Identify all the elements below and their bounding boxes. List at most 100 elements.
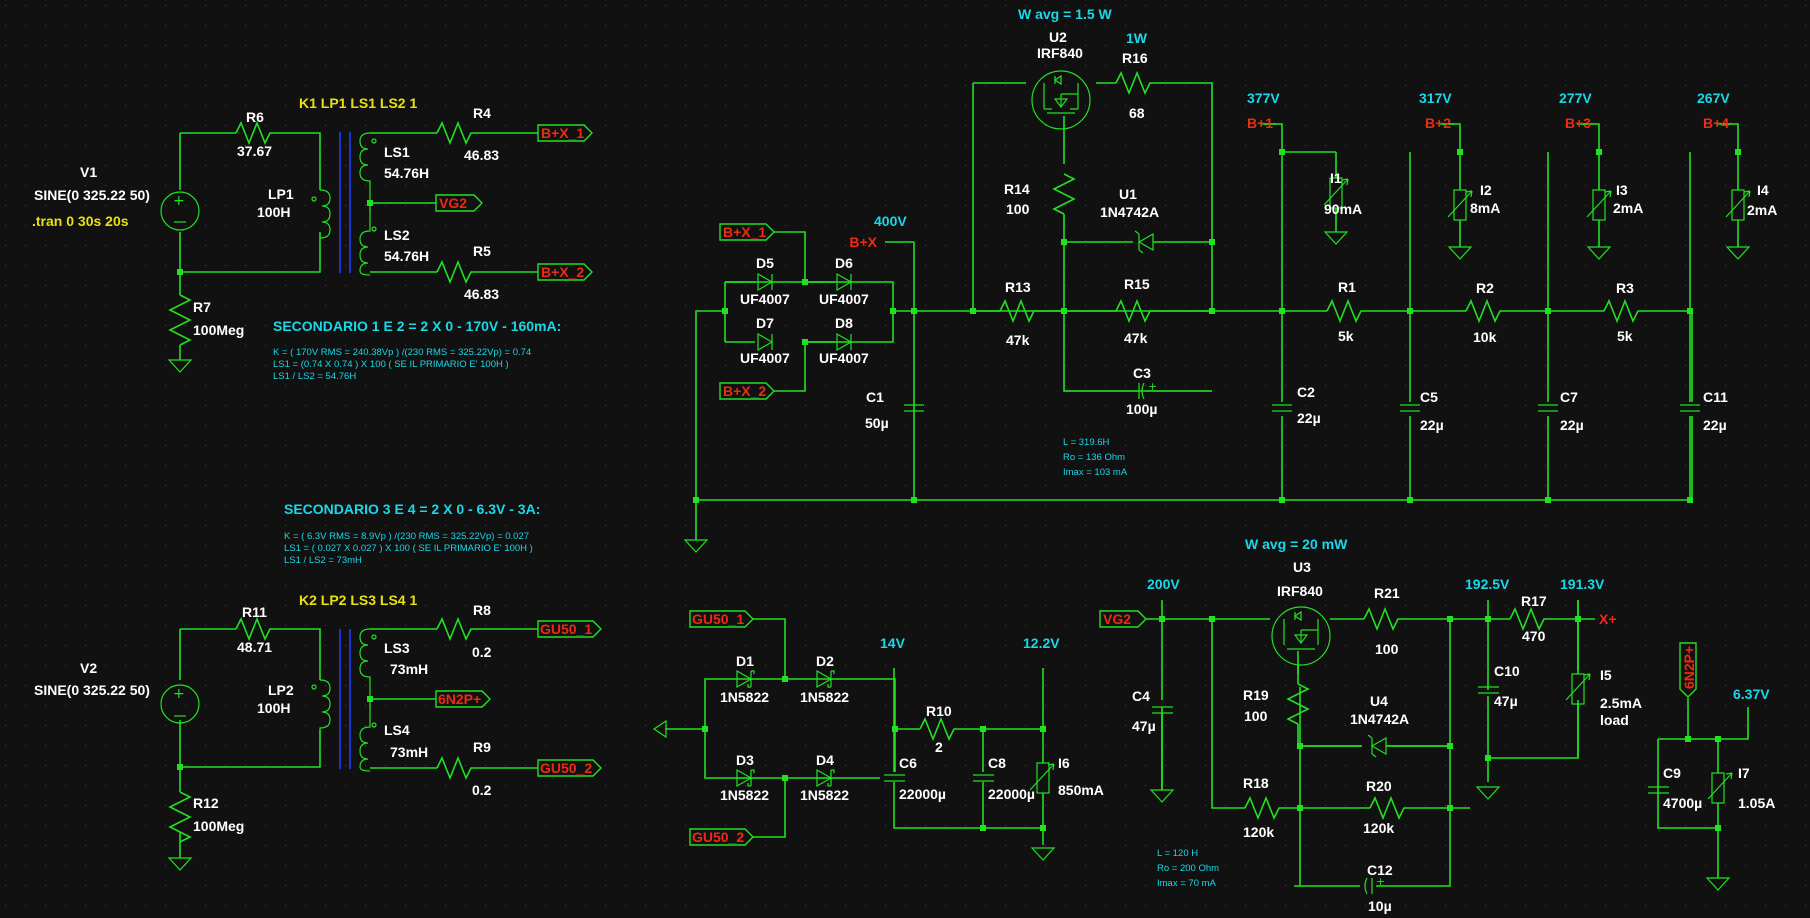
- net-flag-x-plus[interactable]: X+: [1599, 611, 1617, 627]
- zener-diode-u4[interactable]: [1367, 734, 1387, 758]
- resistor-r12[interactable]: [168, 791, 192, 843]
- mosfet-u2[interactable]: [1031, 70, 1091, 130]
- net-flag-bx1-in[interactable]: B+X_1: [719, 223, 775, 241]
- resistor-r16[interactable]: [1115, 70, 1156, 96]
- value-load: 90mA: [1324, 201, 1362, 217]
- net-flag-bx2[interactable]: B+X_2: [537, 263, 593, 281]
- svg-text:B+X_2: B+X_2: [723, 383, 766, 399]
- net-flag-6n2p-vertical[interactable]: 6N2P+: [1679, 642, 1697, 698]
- net-flag-gu50-1-in[interactable]: GU50_1: [689, 610, 754, 628]
- net-flag-bx[interactable]: B+X: [849, 234, 877, 250]
- value-ls1: 54.76H: [384, 165, 429, 181]
- current-source-i6[interactable]: [1029, 762, 1055, 794]
- net-flag-gu50-1[interactable]: GU50_1: [537, 620, 602, 638]
- capacitor-c12[interactable]: +: [1364, 875, 1385, 895]
- net-flag-6n2p[interactable]: 6N2P+: [435, 690, 491, 708]
- inductor-ls2[interactable]: [359, 203, 371, 276]
- value-d4: 1N5822: [800, 787, 849, 803]
- label-r4: R4: [473, 105, 491, 121]
- value-lp1: 100H: [257, 204, 290, 220]
- diode-d7[interactable]: [757, 332, 774, 352]
- ground-symbol: [1705, 877, 1731, 891]
- capacitor-c10[interactable]: [1478, 686, 1499, 694]
- resistor-r20[interactable]: [1369, 795, 1410, 821]
- label-cap: C7: [1560, 389, 1578, 405]
- capacitor-c8[interactable]: [973, 774, 994, 782]
- resistor-r9[interactable]: [436, 755, 477, 781]
- diode-d6[interactable]: [836, 272, 853, 292]
- resistor-r18[interactable]: [1244, 795, 1285, 821]
- net-flag-output[interactable]: B+4: [1703, 115, 1729, 131]
- net-flag-gu50-2[interactable]: GU50_2: [537, 759, 602, 777]
- current-source-i3[interactable]: [1586, 189, 1612, 221]
- value-r9: 0.2: [472, 782, 492, 798]
- current-source-i2[interactable]: [1447, 189, 1473, 221]
- capacitor-c5[interactable]: [1398, 402, 1422, 416]
- voltage-source-v2[interactable]: +: [160, 684, 200, 724]
- capacitor-c7[interactable]: [1536, 402, 1560, 416]
- net-flag-gu50-2-in[interactable]: GU50_2: [689, 828, 754, 846]
- current-source-i4[interactable]: [1725, 189, 1751, 221]
- value-cap: 22µ: [1560, 417, 1584, 433]
- net-flag-bx2-in[interactable]: B+X_2: [719, 382, 775, 400]
- resistor-r10[interactable]: [919, 716, 960, 742]
- label-load: I1: [1330, 170, 1342, 186]
- diode-d1[interactable]: [736, 669, 755, 689]
- resistor-r4[interactable]: [436, 120, 477, 146]
- inductor-ls4[interactable]: [359, 699, 371, 772]
- label-ls2: LS2: [384, 227, 410, 243]
- value-v1: SINE(0 325.22 50): [34, 187, 150, 203]
- resistor-r14[interactable]: [1052, 173, 1076, 215]
- inductor-lp1[interactable]: [319, 189, 331, 239]
- diode-d8[interactable]: [836, 332, 853, 352]
- mosfet-u3[interactable]: [1271, 606, 1331, 666]
- capacitor-c9[interactable]: [1648, 786, 1669, 794]
- diode-d4[interactable]: [816, 768, 835, 788]
- diode-d3[interactable]: [736, 768, 755, 788]
- resistor-r11[interactable]: [235, 616, 276, 642]
- inductor-lp2[interactable]: [319, 679, 331, 738]
- value-c4: 47µ: [1132, 718, 1156, 734]
- value-i5: 2.5mA: [1600, 695, 1642, 711]
- net-flag-output[interactable]: B+1: [1247, 115, 1273, 131]
- diode-d5[interactable]: [757, 272, 774, 292]
- resistor-r15[interactable]: [1115, 298, 1156, 324]
- note-line: LS1 / LS2 = 54.76H: [273, 371, 356, 382]
- label-c6: C6: [899, 755, 917, 771]
- label-cap: C5: [1420, 389, 1438, 405]
- inductor-ls3[interactable]: [359, 628, 371, 707]
- diode-d2[interactable]: [816, 669, 835, 689]
- zener-diode-u1[interactable]: [1134, 230, 1154, 254]
- net-flag-vg2-in[interactable]: VG2: [1099, 610, 1147, 628]
- resistor-r5[interactable]: [436, 259, 477, 285]
- net-flag-bx1[interactable]: B+X_1: [537, 124, 593, 142]
- current-source-i7[interactable]: [1707, 772, 1733, 804]
- value-v2: SINE(0 325.22 50): [34, 682, 150, 698]
- note-line: LS1 = (0.74 X 0.74 ) X 100 ( SE IL PRIMA…: [273, 359, 509, 370]
- gyrator-note: Ro = 136 Ohm: [1063, 452, 1125, 463]
- resistor-r19[interactable]: [1286, 683, 1310, 725]
- voltage-source-v1[interactable]: +: [160, 191, 200, 231]
- resistor-r7[interactable]: [168, 294, 192, 346]
- voltage-readout: 277V: [1559, 90, 1592, 106]
- capacitor-c1[interactable]: [904, 404, 924, 412]
- net-flag-vg2[interactable]: VG2: [435, 194, 483, 212]
- capacitor-c6[interactable]: [884, 774, 905, 782]
- capacitor-c11[interactable]: [1678, 402, 1702, 416]
- svg-text:+: +: [1148, 380, 1157, 393]
- capacitor-c3[interactable]: +: [1064, 380, 1212, 400]
- capacitor-c2[interactable]: [1270, 402, 1294, 416]
- net-flag-output[interactable]: B+3: [1565, 115, 1591, 131]
- resistor-r13[interactable]: [999, 298, 1040, 324]
- value-u1: 1N4742A: [1100, 204, 1159, 220]
- resistor-r6[interactable]: [235, 120, 276, 146]
- value-r19: 100: [1244, 708, 1268, 724]
- resistor-r17[interactable]: [1509, 606, 1550, 632]
- resistor-r21[interactable]: [1363, 606, 1404, 632]
- inductor-ls1[interactable]: [359, 132, 371, 211]
- label-c3: C3: [1133, 365, 1151, 381]
- current-source-i1[interactable]: [1323, 177, 1349, 209]
- net-flag-output[interactable]: B+2: [1425, 115, 1451, 131]
- resistor-r8[interactable]: [436, 616, 477, 642]
